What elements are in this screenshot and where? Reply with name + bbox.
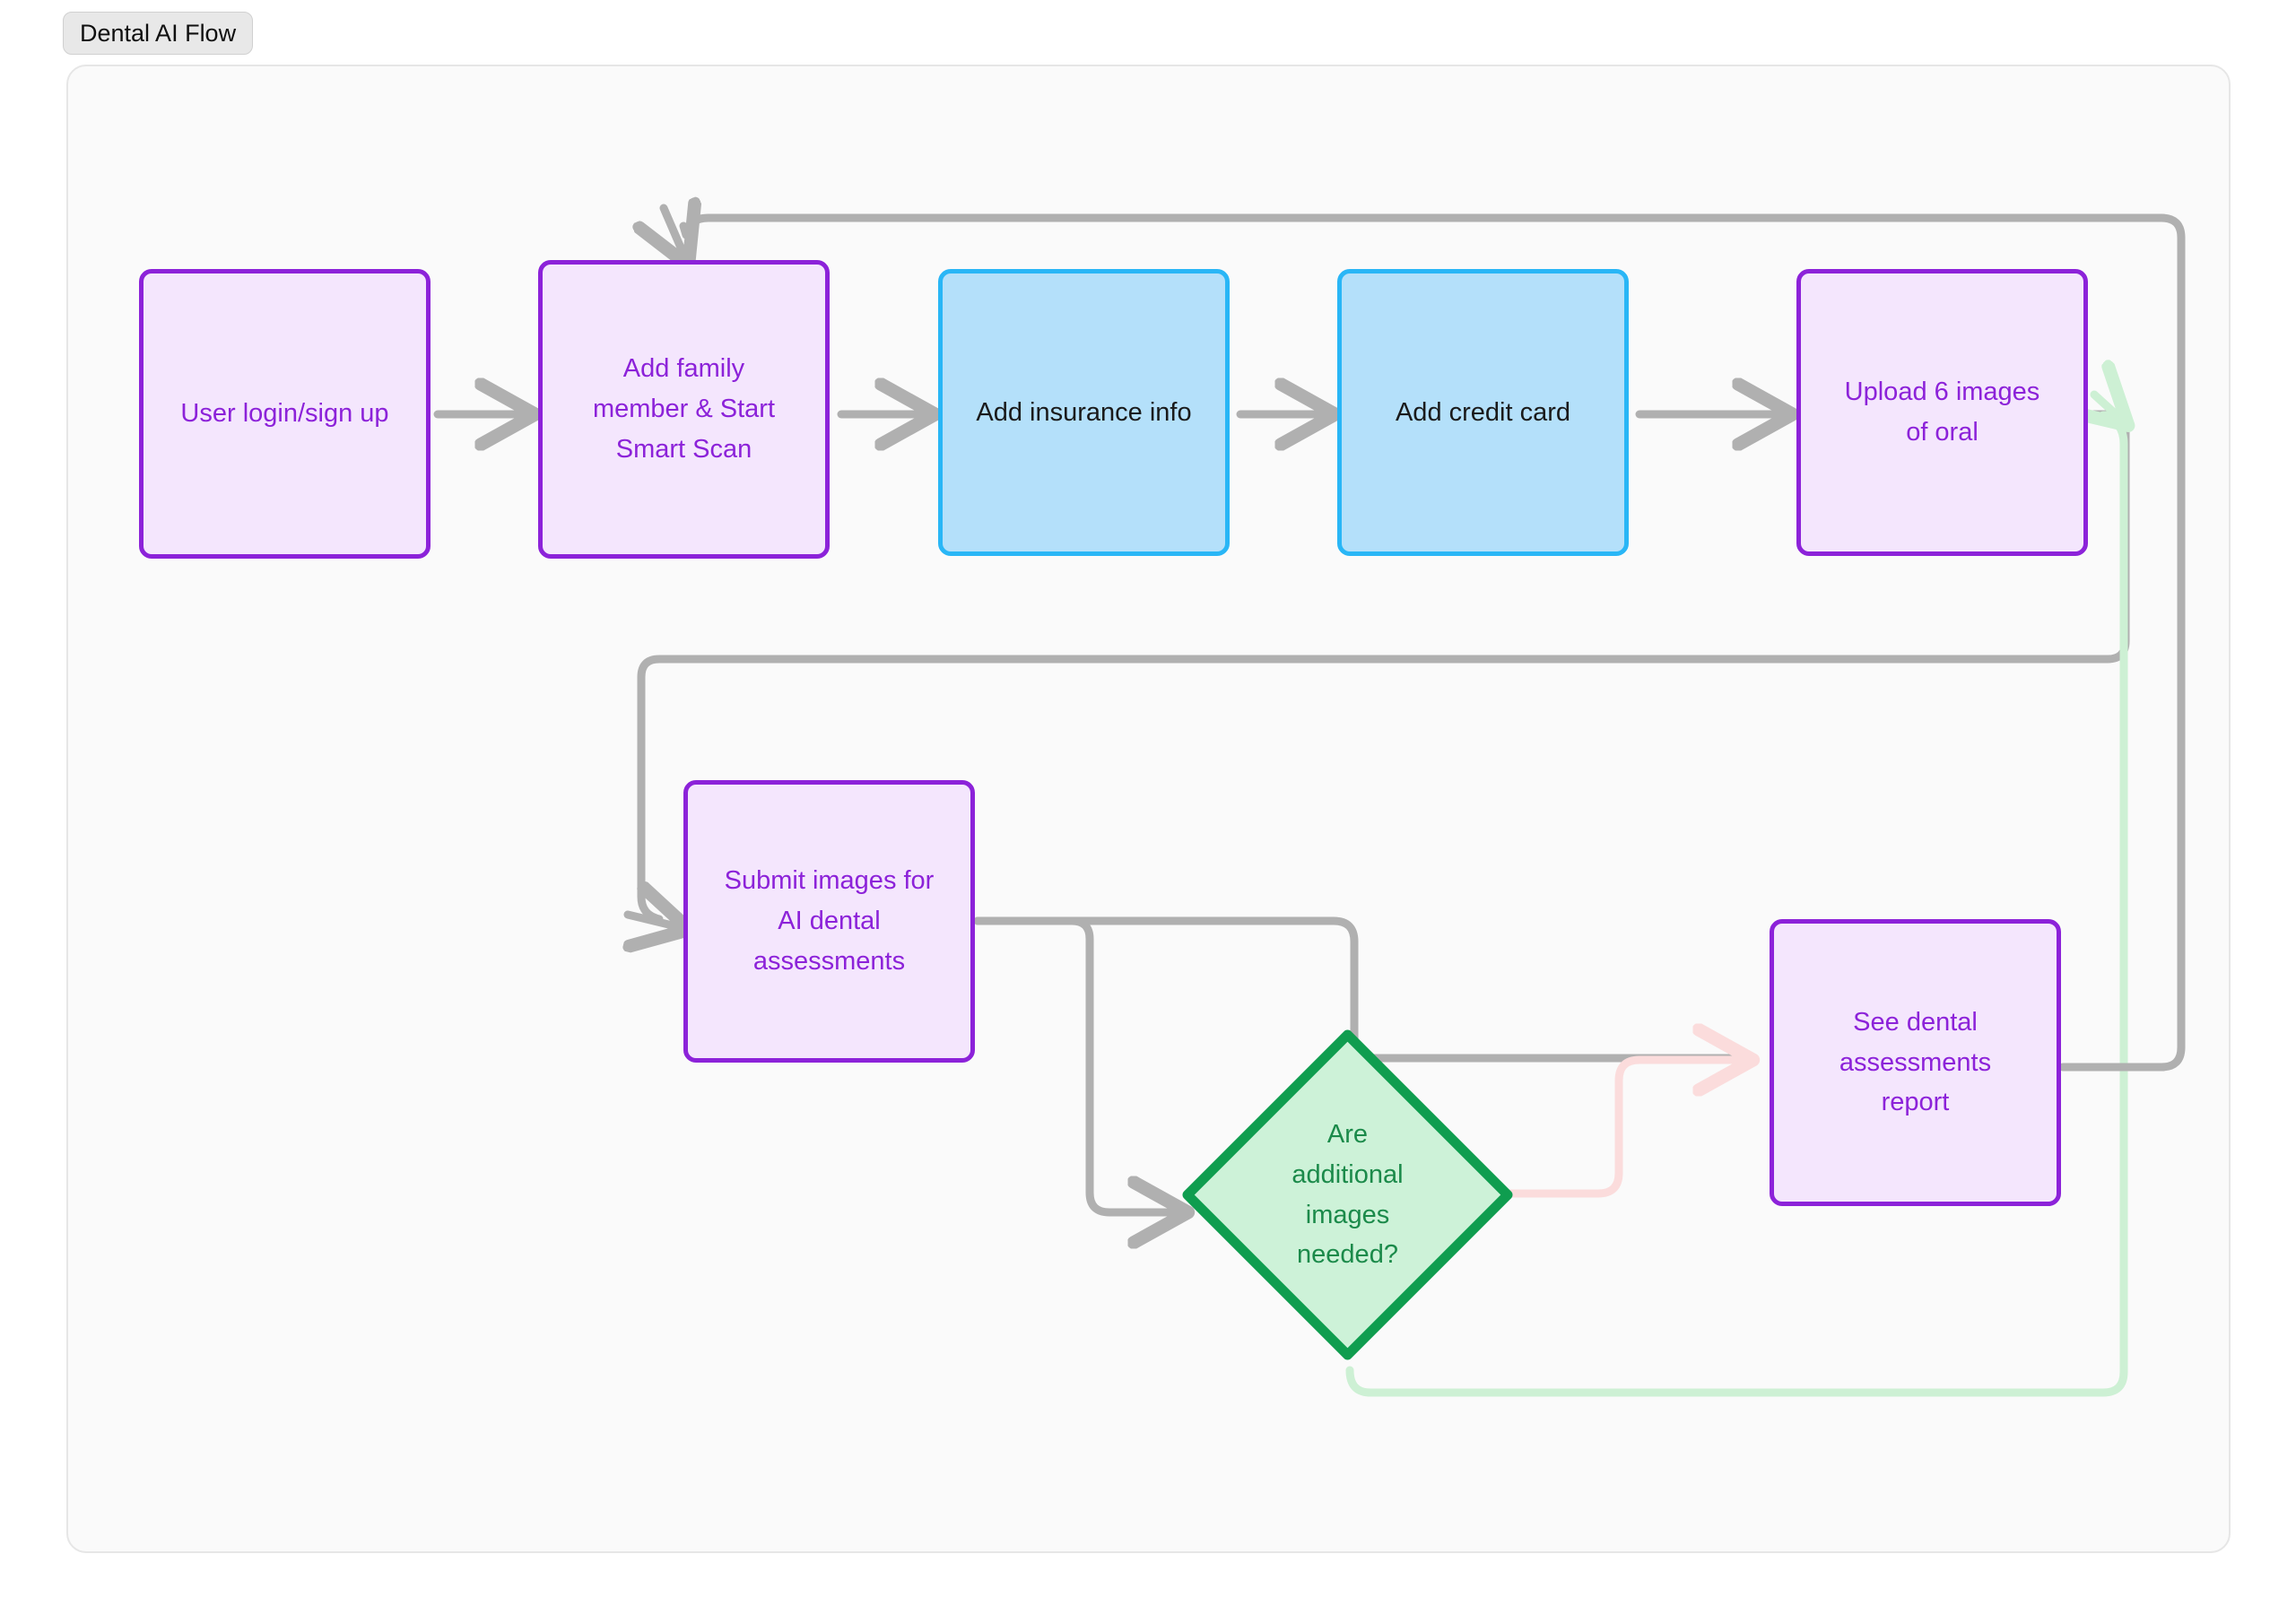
node-label: Are additional images needed?	[1292, 1119, 1404, 1270]
node-label: Add credit card	[1395, 397, 1571, 427]
node-upload-images[interactable]: Upload 6 images of oral	[1796, 269, 2088, 556]
diagram-title-chip[interactable]: Dental AI Flow	[63, 12, 254, 55]
node-add-insurance-info[interactable]: Add insurance info	[938, 269, 1230, 556]
node-see-report[interactable]: See dental assessments report	[1770, 919, 2061, 1206]
node-decision-additional-images[interactable]: Are additional images needed?	[1179, 1027, 1516, 1363]
node-label: User login/sign up	[180, 399, 389, 429]
node-label: Add insurance info	[976, 397, 1192, 427]
node-user-login[interactable]: User login/sign up	[139, 269, 430, 559]
node-submit-images[interactable]: Submit images for AI dental assessments	[683, 780, 975, 1063]
node-add-family-member[interactable]: Add family member & Start Smart Scan	[538, 260, 830, 559]
node-label: Submit images for AI dental assessments	[724, 866, 935, 976]
diagram-title-text: Dental AI Flow	[80, 19, 237, 47]
node-label: See dental assessments report	[1839, 1007, 1992, 1117]
node-add-credit-card[interactable]: Add credit card	[1337, 269, 1629, 556]
node-label: Add family member & Start Smart Scan	[592, 354, 776, 464]
node-label: Upload 6 images of oral	[1844, 378, 2040, 447]
